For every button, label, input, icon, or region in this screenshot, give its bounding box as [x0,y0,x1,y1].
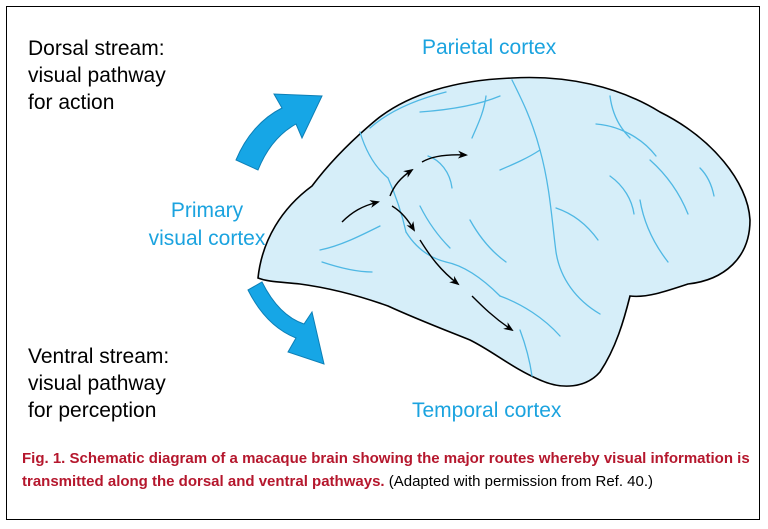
arrow-dorsal-1 [389,168,414,197]
dorsal-label-line-2: visual pathway [28,64,166,87]
ventral-stream-arrow [247,281,325,365]
arrow-ventral-2 [419,239,460,286]
caption-title: Fig. 1. Schematic diagram of a macaque b… [22,450,750,490]
primary-visual-cortex-label: Primary visual cortex [122,197,292,253]
caption-note: (Adapted with permission from Ref. 40.) [388,473,654,490]
dorsal-label-line-1: Dorsal stream: [28,37,165,60]
dorsal-stream-arrow [235,93,323,171]
arrow-dorsal-2 [421,150,468,163]
brain-outline [257,76,751,387]
primary-label-line-2: visual cortex [148,227,266,250]
arrow-v1-to-v2 [341,200,380,223]
pathway-arrows [341,150,514,332]
parietal-cortex-label: Parietal cortex [422,36,557,59]
ventral-stream-label: Ventral stream: visual pathway for perce… [28,343,248,424]
figure-caption: Fig. 1. Schematic diagram of a macaque b… [22,447,752,493]
temporal-cortex-label: Temporal cortex [412,399,562,422]
dorsal-label-line-3: for action [28,91,115,114]
arrow-ventral-3 [471,295,514,332]
ventral-label-line-3: for perception [28,399,157,422]
primary-label-line-1: Primary [170,199,244,222]
ventral-label-line-1: Ventral stream: [28,345,170,368]
brain-sulci [319,79,715,377]
dorsal-stream-label: Dorsal stream: visual pathway for action [28,35,228,116]
brain-diagram [235,76,751,387]
arrow-ventral-1 [391,205,416,232]
ventral-label-line-2: visual pathway [28,372,166,395]
